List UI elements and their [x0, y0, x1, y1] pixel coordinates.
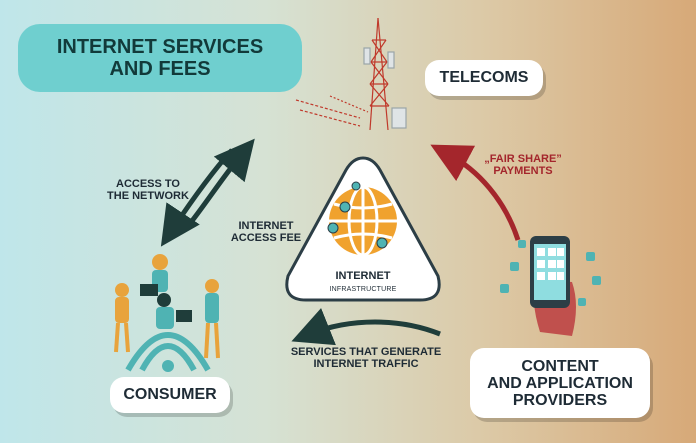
- services-traffic-label: SERVICES THAT GENERATE INTERNET TRAFFIC: [266, 346, 466, 370]
- providers-line-1: CONTENT: [521, 357, 599, 375]
- access-line-1: ACCESS TO: [116, 178, 180, 190]
- telecom-tower-icon: [295, 17, 407, 131]
- access-fee-label: INTERNET ACCESS FEE: [208, 220, 324, 244]
- arrow-fair-share: [430, 144, 521, 241]
- title-line-2: AND FEES: [109, 58, 211, 80]
- consumers-illustration: [114, 254, 220, 372]
- infrastructure-sublabel: INFRASTRUCTURE: [329, 286, 397, 293]
- telecoms-node: TELECOMS: [425, 60, 543, 96]
- title-pill: INTERNET SERVICES AND FEES: [18, 24, 302, 92]
- access-line-2: THE NETWORK: [107, 190, 189, 202]
- phone-apps-illustration: [500, 236, 601, 336]
- providers-line-2: AND APPLICATION: [487, 374, 633, 392]
- fee-line-2: ACCESS FEE: [230, 232, 302, 244]
- services-line-2: INTERNET TRAFFIC: [313, 358, 419, 370]
- fair-line-1: „FAIR SHARE”: [484, 153, 562, 165]
- fair-share-label: „FAIR SHARE” PAYMENTS: [458, 153, 588, 177]
- fair-line-2: PAYMENTS: [493, 165, 553, 177]
- title-line-1: INTERNET SERVICES: [56, 36, 264, 58]
- content-providers-node: CONTENT AND APPLICATION PROVIDERS: [470, 348, 650, 418]
- globe-icon: [327, 181, 397, 257]
- arrow-services-traffic: [291, 308, 441, 346]
- access-network-label: ACCESS TO THE NETWORK: [78, 178, 218, 202]
- providers-line-3: PROVIDERS: [512, 391, 608, 409]
- arrow-telecoms-to-consumer: [160, 148, 234, 247]
- consumer-node: CONSUMER: [110, 377, 230, 413]
- services-line-1: SERVICES THAT GENERATE: [290, 346, 442, 358]
- infrastructure-label: INTERNET: [335, 270, 391, 282]
- fee-line-1: INTERNET: [238, 220, 294, 232]
